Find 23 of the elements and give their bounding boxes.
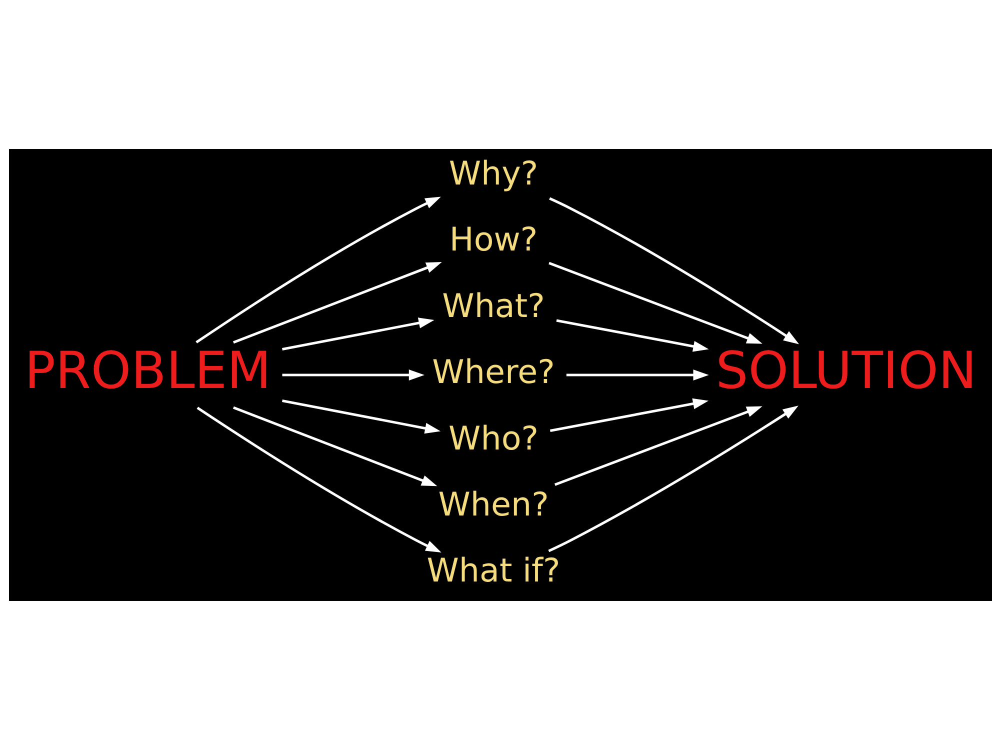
arrow <box>548 197 799 344</box>
arrow <box>548 406 798 552</box>
arrow <box>282 318 434 351</box>
arrow <box>196 406 441 553</box>
node-text: What? <box>442 286 544 325</box>
arrow <box>232 406 437 486</box>
node-text: What if? <box>426 552 560 590</box>
arrow <box>282 370 424 380</box>
node-text: When? <box>438 485 548 524</box>
arrow <box>566 370 708 380</box>
arrow <box>232 262 442 344</box>
node-text: Who? <box>448 419 538 458</box>
node-text: SOLUTION <box>715 342 976 402</box>
arrow <box>556 319 708 352</box>
arrow <box>195 196 440 344</box>
arrow <box>282 399 440 434</box>
node-text: How? <box>448 220 538 259</box>
node-text: PROBLEM <box>24 342 271 402</box>
node-text: Why? <box>448 154 538 192</box>
arrow <box>554 406 762 486</box>
node-text: Where? <box>432 353 554 392</box>
arrow <box>549 398 708 432</box>
arrow <box>548 262 762 344</box>
